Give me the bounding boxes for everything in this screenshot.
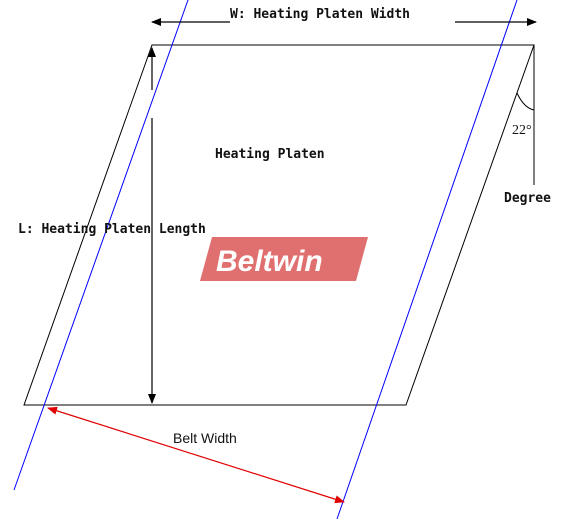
- degree-arc: [516, 92, 535, 111]
- belt-edge-right: [336, 0, 518, 519]
- belt-width-arrow: [47, 406, 345, 504]
- platen-label: Heating Platen: [215, 147, 325, 162]
- logo-background: [200, 237, 368, 281]
- belt-width-label: Belt Width: [173, 430, 237, 446]
- belt-edge-left: [13, 0, 189, 491]
- heating-platen-outline: [23, 44, 535, 406]
- logo-text: Beltwin: [216, 245, 323, 278]
- degree-label: Degree: [504, 191, 551, 206]
- length-label: L: Heating Platen Length: [18, 222, 206, 237]
- beltwin-logo: Beltwin: [200, 237, 368, 281]
- width-label: W: Heating Platen Width: [230, 7, 410, 22]
- angle-label: 22°: [512, 123, 532, 138]
